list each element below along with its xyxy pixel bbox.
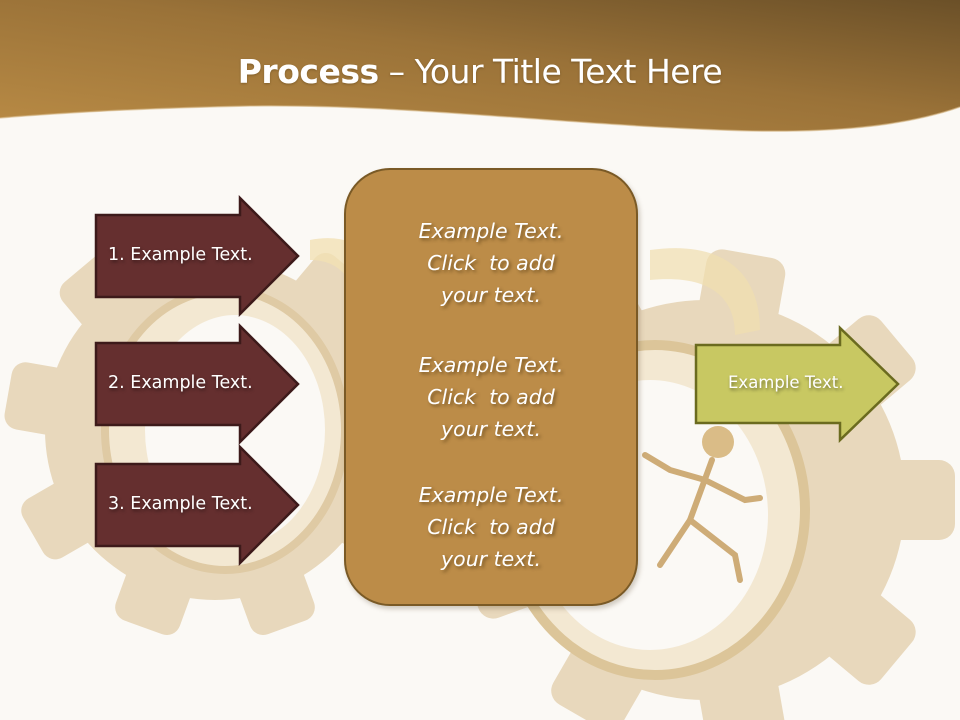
- center-paragraph-3: Example Text. Click to add your text.: [346, 479, 636, 575]
- center-paragraph-2: Example Text. Click to add your text.: [346, 349, 636, 445]
- output-arrow-label: Example Text.: [728, 373, 844, 392]
- paragraph-1-line-1: Example Text.: [418, 219, 564, 243]
- right-arrow-icon: [94, 443, 300, 567]
- input-arrow-3[interactable]: 3. Example Text.: [94, 443, 300, 567]
- paragraph-3-line-2: Click to add: [427, 515, 555, 539]
- input-arrow-2-label: 2. Example Text.: [108, 373, 253, 393]
- paragraph-1-line-3: your text.: [441, 283, 541, 307]
- right-arrow-icon: [694, 325, 900, 443]
- paragraph-1-line-2: Click to add: [427, 251, 555, 275]
- input-arrow-1-label: 1. Example Text.: [108, 245, 253, 265]
- input-arrow-3-label: 3. Example Text.: [108, 494, 253, 514]
- right-arrow-icon: [94, 322, 300, 446]
- output-arrow[interactable]: Example Text.: [694, 325, 900, 444]
- title-bold: Process: [237, 52, 379, 91]
- center-process-box[interactable]: Example Text. Click to add your text. Ex…: [344, 168, 638, 606]
- center-paragraph-1: Example Text. Click to add your text.: [346, 215, 636, 311]
- title-rest: – Your Title Text Here: [378, 52, 723, 91]
- header-band: [0, 0, 960, 132]
- input-arrow-2[interactable]: 2. Example Text.: [94, 322, 300, 446]
- paragraph-2-line-2: Click to add: [427, 385, 555, 409]
- paragraph-2-line-3: your text.: [441, 417, 541, 441]
- input-arrow-1[interactable]: 1. Example Text.: [94, 194, 300, 318]
- paragraph-2-line-1: Example Text.: [418, 353, 564, 377]
- paragraph-3-line-3: your text.: [441, 547, 541, 571]
- paragraph-3-line-1: Example Text.: [418, 483, 564, 507]
- slide-title[interactable]: Process – Your Title Text Here: [0, 52, 960, 91]
- running-figure-graphic: [642, 426, 763, 583]
- right-arrow-icon: [94, 194, 300, 318]
